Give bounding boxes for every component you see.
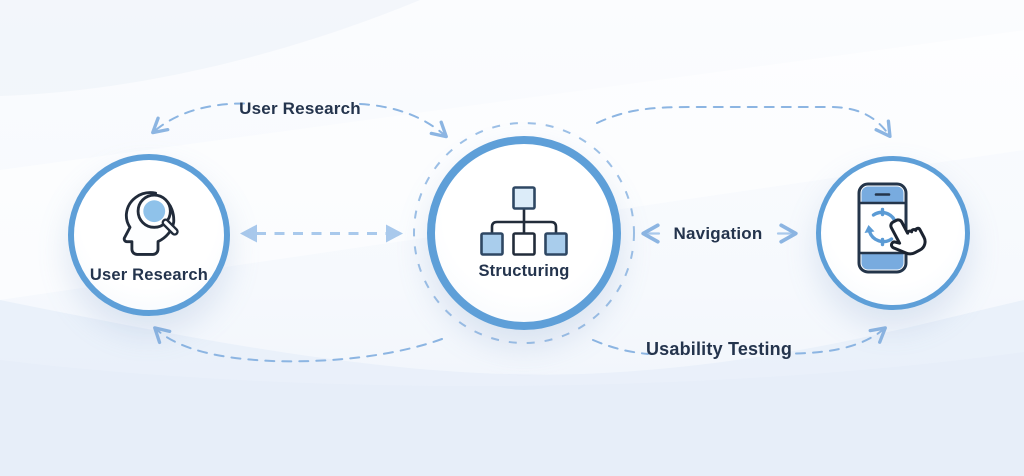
node-usability-device <box>816 156 970 310</box>
phone-tap-icon <box>857 182 927 274</box>
edge-bottom-right-arc <box>592 326 887 355</box>
edge-label-usability-testing: Usability Testing <box>645 339 793 359</box>
hierarchy-icon <box>480 185 568 256</box>
edge-label-user-research: User Research <box>239 99 361 118</box>
node-label-structuring: Structuring <box>478 261 570 280</box>
node-user-research: User Research <box>68 154 230 316</box>
edge-bottom-left-arc <box>153 326 443 363</box>
edge-top-right-arc <box>596 106 892 139</box>
node-structuring: Structuring <box>427 136 621 330</box>
edge-top-left-arc <box>151 102 448 139</box>
node-label-user-research: User Research <box>89 265 209 284</box>
edge-middle-double-arrow <box>240 224 403 243</box>
head-magnifier-icon <box>122 190 179 256</box>
refresh-cycle-icon <box>867 207 898 247</box>
edge-label-navigation: Navigation <box>673 224 763 243</box>
tap-hand-icon <box>889 218 927 256</box>
dashed-orbit-ring <box>413 122 635 344</box>
